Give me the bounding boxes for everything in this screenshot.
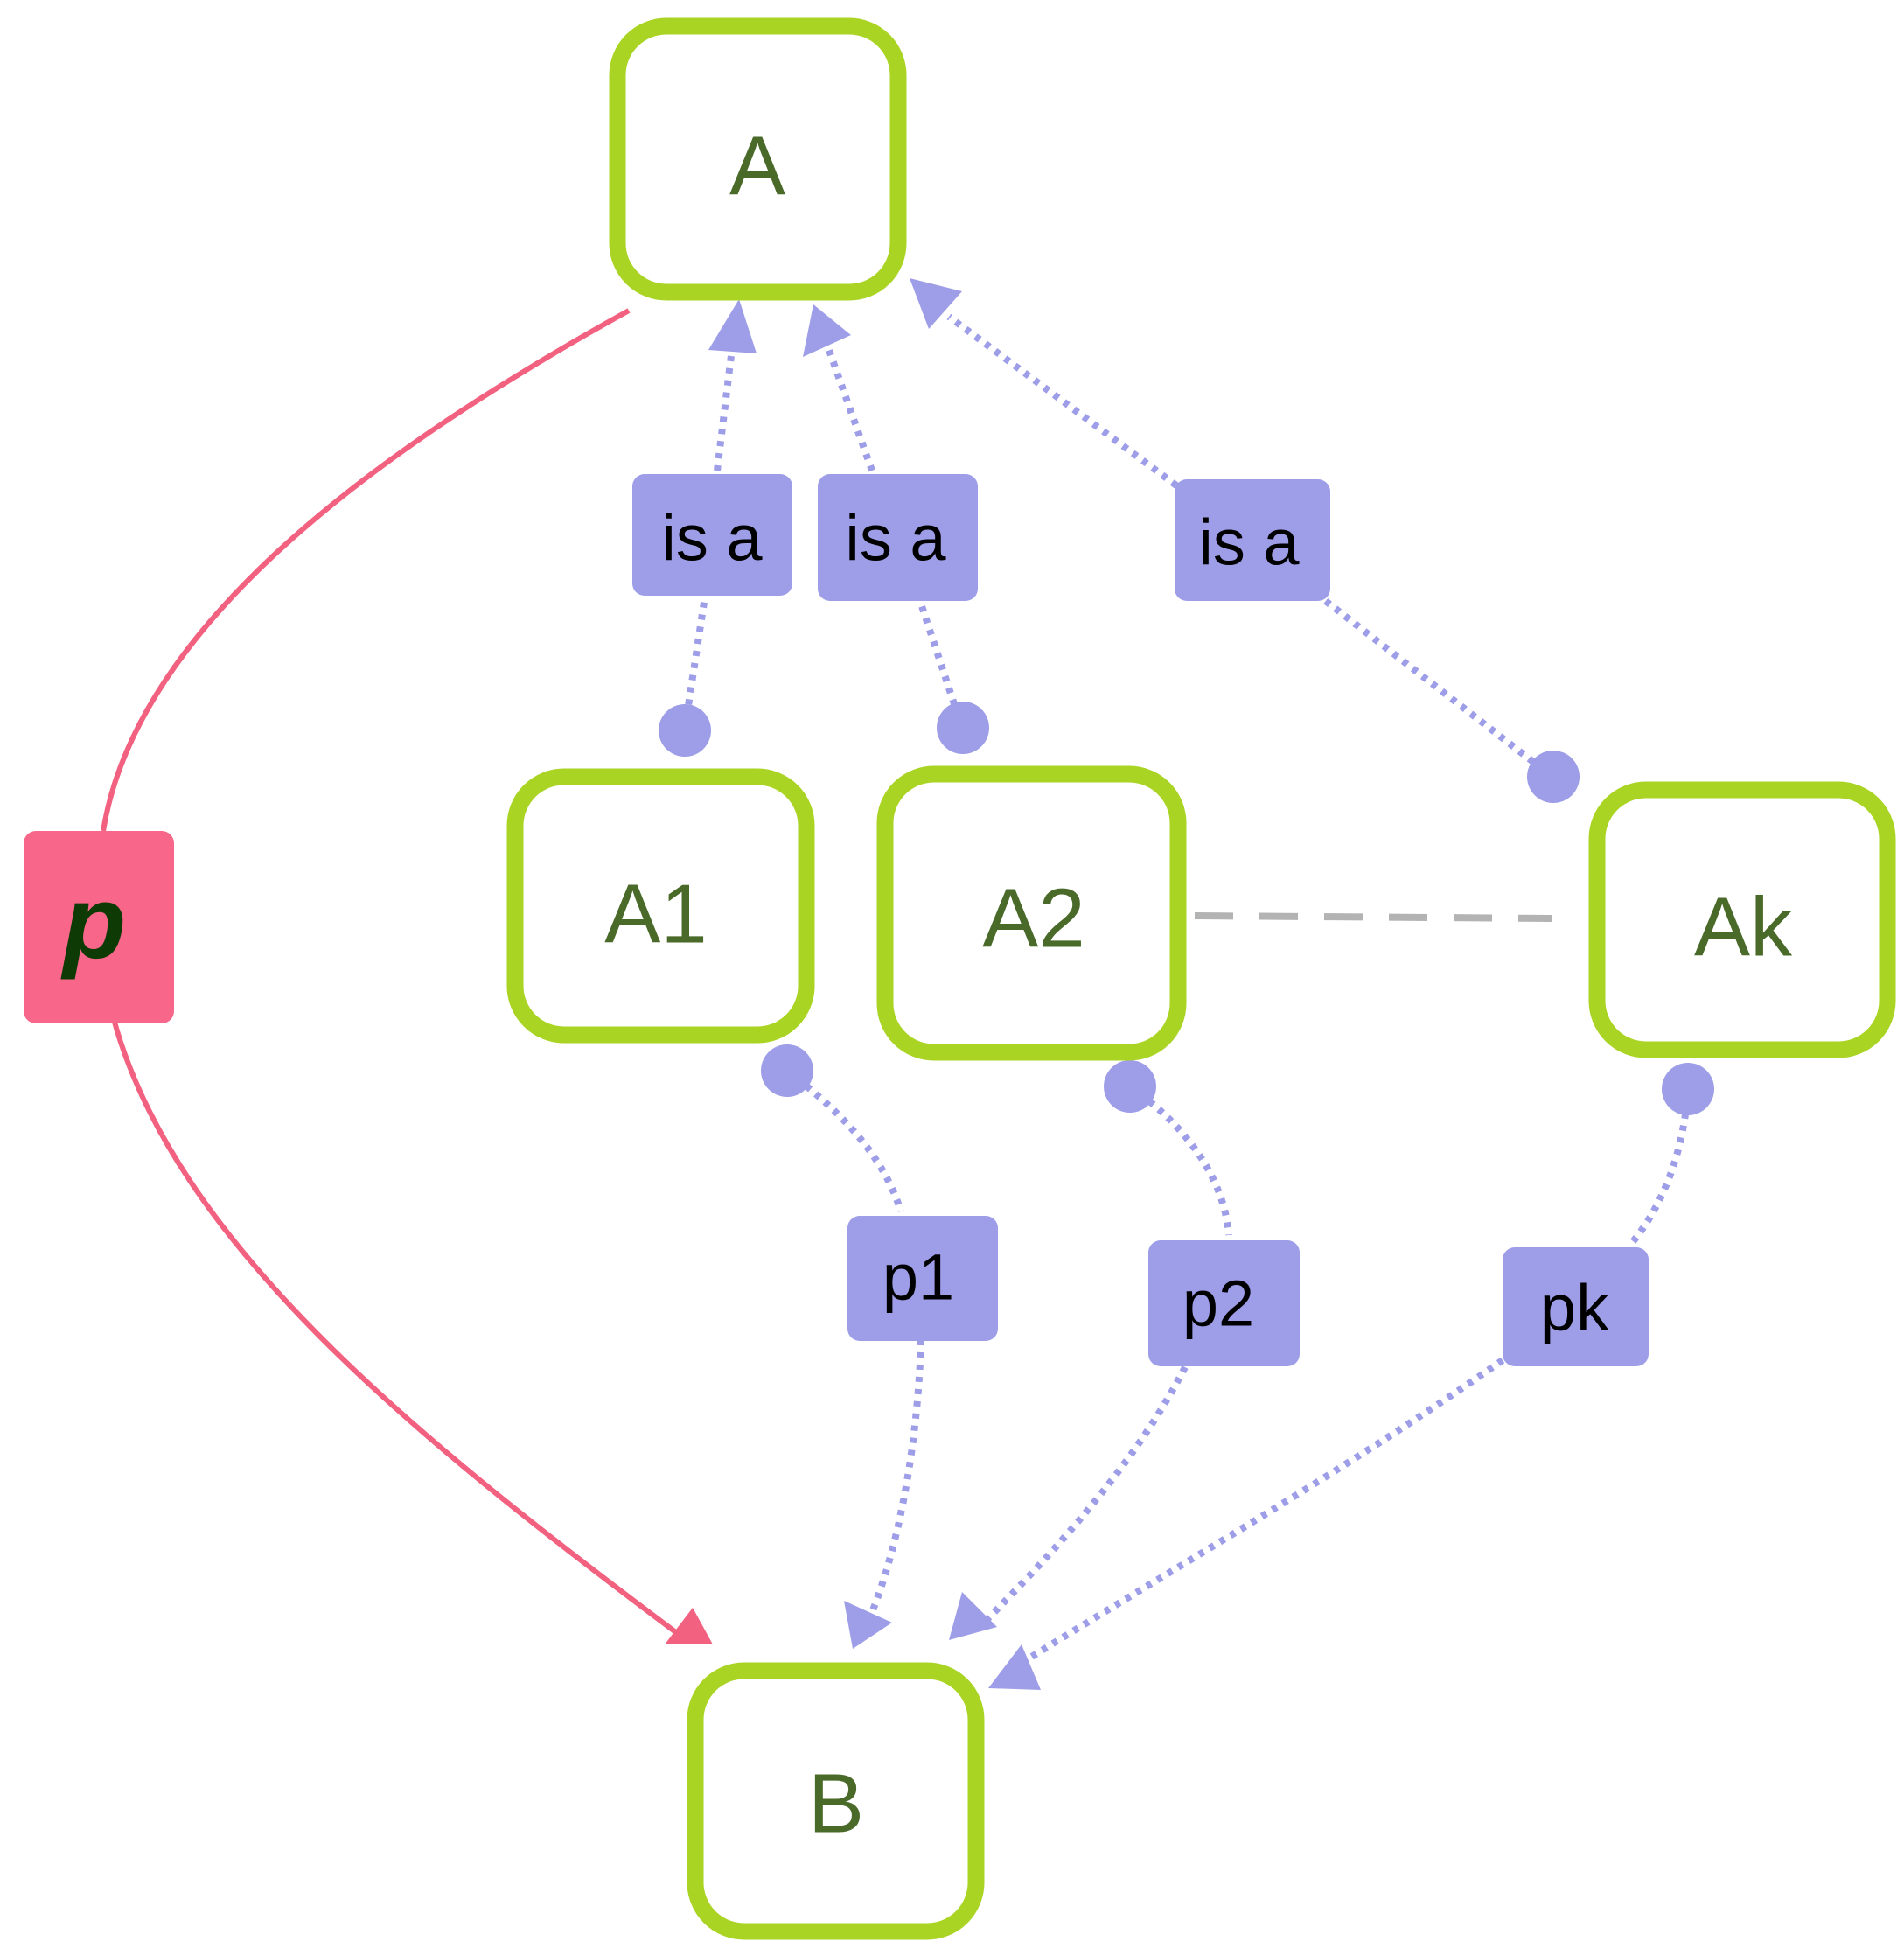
edge-label-p2-text: p2 bbox=[1182, 1267, 1254, 1340]
node-b[interactable]: B bbox=[687, 1662, 985, 1940]
edge-isa-a2-arrowhead bbox=[803, 304, 851, 357]
edge-p-upper bbox=[101, 308, 631, 832]
edge-label-isa-a2[interactable]: is a bbox=[818, 474, 978, 601]
edge-label-isa-a1[interactable]: is a bbox=[632, 474, 792, 596]
edge-isa-a1-arrowhead bbox=[708, 299, 757, 353]
edge-p-arrowhead bbox=[665, 1608, 713, 1644]
node-ak-label: Ak bbox=[1694, 881, 1793, 974]
node-a2[interactable]: A2 bbox=[876, 765, 1187, 1061]
node-a1-label: A1 bbox=[604, 868, 707, 961]
node-a[interactable]: A bbox=[609, 17, 907, 301]
edge-p1-origin-dot bbox=[761, 1044, 813, 1097]
edge-isa-a2-origin-dot bbox=[937, 702, 989, 754]
edge-label-pk-text: pk bbox=[1540, 1272, 1609, 1344]
dashed-link-a2-ak bbox=[1194, 912, 1553, 922]
edge-p-lower bbox=[111, 1018, 682, 1638]
edge-label-p2[interactable]: p2 bbox=[1148, 1240, 1300, 1366]
node-a2-label: A2 bbox=[982, 872, 1085, 966]
edge-p2-arrowhead bbox=[949, 1592, 997, 1640]
edge-label-isa-ak-text: is a bbox=[1198, 506, 1300, 579]
node-b-label: B bbox=[808, 1757, 864, 1851]
edge-label-isa-a2-text: is a bbox=[845, 502, 946, 575]
edge-p1 bbox=[785, 1067, 924, 1629]
edge-label-pk[interactable]: pk bbox=[1503, 1247, 1649, 1366]
edge-label-p1[interactable]: p1 bbox=[847, 1216, 998, 1341]
edge-label-isa-a1-text: is a bbox=[661, 502, 763, 575]
edge-label-p[interactable]: p bbox=[24, 831, 174, 1023]
edge-isa-a1-origin-dot bbox=[659, 704, 711, 757]
edge-isa-a2 bbox=[823, 341, 966, 730]
edge-label-isa-ak[interactable]: is a bbox=[1175, 479, 1330, 601]
edge-p1-arrowhead bbox=[844, 1601, 892, 1649]
edge-pk-origin-dot bbox=[1662, 1063, 1714, 1115]
edge-isa-ak-arrowhead bbox=[910, 278, 962, 329]
edge-label-p1-text: p1 bbox=[882, 1241, 954, 1314]
edge-label-p-text: p bbox=[60, 865, 126, 981]
node-a-label: A bbox=[729, 120, 785, 213]
edge-isa-ak-origin-dot bbox=[1527, 751, 1580, 803]
node-ak[interactable]: Ak bbox=[1588, 781, 1896, 1058]
edge-pk bbox=[1021, 1088, 1691, 1665]
edge-pk-arrowhead bbox=[988, 1644, 1041, 1690]
node-a1[interactable]: A1 bbox=[506, 768, 815, 1044]
edge-p2-origin-dot bbox=[1104, 1060, 1156, 1113]
edge-isa-ak bbox=[946, 313, 1555, 780]
edge-isa-a1 bbox=[681, 340, 736, 730]
